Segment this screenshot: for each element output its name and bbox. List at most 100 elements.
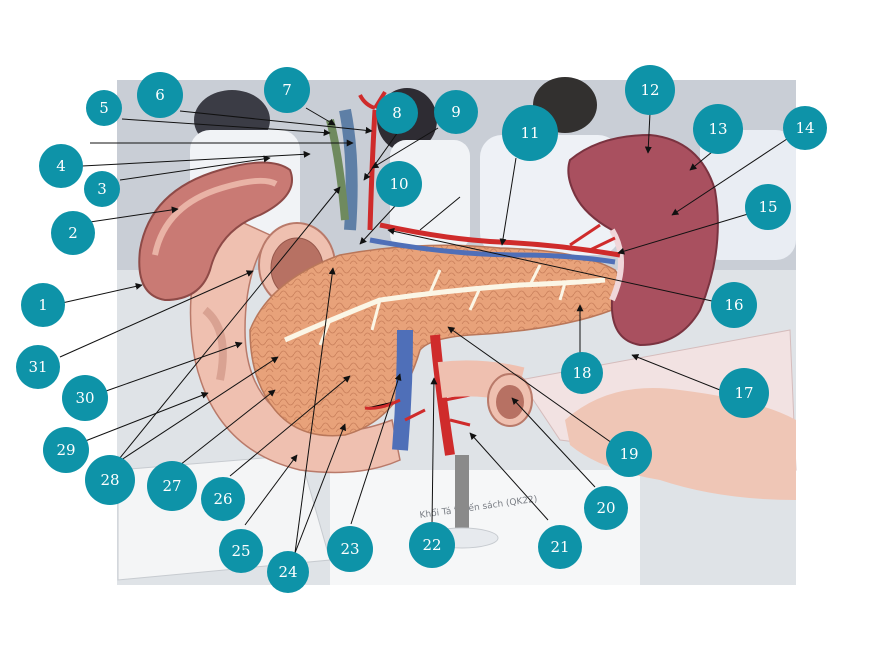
label-number: 8 [392,104,402,122]
label-25: 25 [219,529,263,573]
label-11: 11 [502,105,558,161]
label-circle [86,90,122,126]
label-circle [502,105,558,161]
label-number: 6 [155,86,165,104]
label-circle [21,283,65,327]
label-number: 13 [708,120,727,138]
label-17: 17 [719,368,769,418]
label-circle [85,455,135,505]
label-circle [267,551,309,593]
label-number: 2 [68,224,78,242]
label-circle [43,427,89,473]
label-circle [584,486,628,530]
label-number: 23 [340,540,359,558]
label-12: 12 [625,65,675,115]
label-circle [376,92,418,134]
label-circle [693,104,743,154]
label-number: 18 [572,364,591,382]
label-circle [783,106,827,150]
label-number: 15 [758,198,777,216]
label-number: 31 [28,358,47,376]
label-7: 7 [264,67,310,113]
label-circle [376,161,422,207]
label-circle [39,144,83,188]
label-23: 23 [327,526,373,572]
label-number: 10 [389,175,408,193]
label-number: 16 [724,296,743,314]
label-5: 5 [86,90,122,126]
stomach-section [138,161,293,302]
label-number: 25 [231,542,250,560]
label-number: 24 [278,563,297,581]
label-number: 4 [56,157,66,175]
label-number: 1 [38,296,48,314]
label-circle [538,525,582,569]
label-circle [434,90,478,134]
label-circle [219,529,263,573]
label-circle [745,184,791,230]
label-number: 11 [520,124,539,142]
label-31: 31 [16,345,60,389]
label-circle [711,282,757,328]
splenic-vein [369,237,616,265]
label-number: 21 [550,538,569,556]
model-stand [455,455,469,530]
label-30: 30 [62,375,108,421]
label-10: 10 [376,161,422,207]
label-circle [327,526,373,572]
label-6: 6 [137,72,183,118]
label-circle [561,352,603,394]
label-3: 3 [84,171,120,207]
label-number: 22 [422,536,441,554]
label-number: 17 [734,384,753,402]
label-circle [16,345,60,389]
label-number: 20 [596,499,615,517]
label-number: 5 [99,99,109,117]
superior-mesenteric-vein [392,329,413,451]
label-2: 2 [51,211,95,255]
label-number: 14 [795,119,814,137]
label-15: 15 [745,184,791,230]
label-26: 26 [201,477,245,521]
label-21: 21 [538,525,582,569]
label-circle [147,461,197,511]
label-circle [62,375,108,421]
label-8: 8 [376,92,418,134]
bile-duct [326,119,349,221]
label-number: 9 [451,103,461,121]
label-14: 14 [783,106,827,150]
leader-lines [59,107,791,554]
label-22: 22 [409,522,455,568]
label-number: 26 [213,490,232,508]
label-24: 24 [267,551,309,593]
label-number: 30 [75,389,94,407]
superior-mesenteric-artery [430,334,455,456]
label-number: 19 [619,445,638,463]
label-circle [719,368,769,418]
label-number: 29 [56,441,75,459]
label-27: 27 [147,461,197,511]
label-18: 18 [561,352,603,394]
label-20: 20 [584,486,628,530]
label-28: 28 [85,455,135,505]
label-19: 19 [606,431,652,477]
label-number: 27 [162,477,181,495]
label-circle [201,477,245,521]
label-number: 12 [640,81,659,99]
pancreatic-duct [283,277,606,343]
label-1: 1 [21,283,65,327]
label-number: 3 [97,180,107,198]
label-number: 7 [282,81,292,99]
label-circle [409,522,455,568]
label-circle [625,65,675,115]
label-circle [264,67,310,113]
spleen [567,133,719,347]
label-4: 4 [39,144,83,188]
label-29: 29 [43,427,89,473]
label-circle [84,171,120,207]
label-circle [51,211,95,255]
label-circle [137,72,183,118]
label-number: 28 [100,471,119,489]
